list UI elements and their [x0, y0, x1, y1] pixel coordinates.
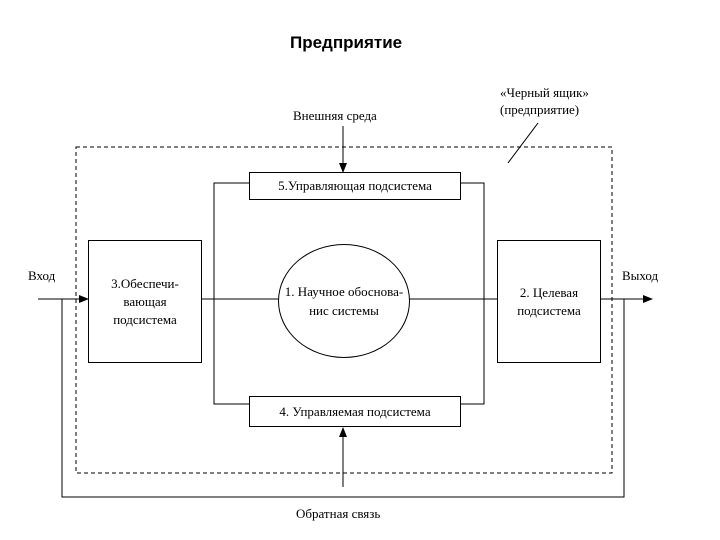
- black-box-label: «Черный ящик» (предприятие): [500, 84, 589, 118]
- target-subsystem-label: 2. Целевая: [519, 284, 579, 300]
- support-subsystem-label: 3.Обеспечи-: [111, 275, 179, 291]
- black-box-boundary: [75, 146, 613, 474]
- control-subsystem-label: 5.Управляющая подсистема: [278, 178, 432, 193]
- feedback-label: Обратная связь: [296, 506, 381, 521]
- controlled-subsystem-block: 4. Управляемая подсистема: [249, 396, 461, 427]
- controlled-subsystem-label: 4. Управляемая подсистема: [279, 403, 431, 419]
- target-subsystem-block: 2. Целевая подсистема: [497, 240, 601, 363]
- support-subsystem-block: 3.Обеспечи- вающая подсистема: [88, 240, 202, 363]
- feedback-line: [61, 299, 625, 498]
- support-subsystem-label: вающая: [123, 293, 167, 309]
- scientific-basis-label: системы: [332, 303, 379, 318]
- target-subsystem-label: подсистема: [517, 302, 581, 318]
- scientific-basis-label: 1. Научное: [284, 284, 345, 299]
- black-box-label-line: «Черный ящик»: [500, 85, 589, 100]
- scientific-basis-label: обоснова-: [347, 284, 404, 299]
- input-label: Вход: [28, 268, 56, 283]
- black-box-pointer: [507, 122, 539, 164]
- black-box-label-line: (предприятие): [500, 102, 580, 117]
- external-env-label: Внешняя среда: [293, 108, 377, 123]
- control-subsystem-block: 5.Управляющая подсистема: [249, 172, 461, 200]
- scientific-basis-label: нис: [309, 303, 329, 318]
- page-title: Предприятие: [290, 33, 403, 52]
- support-subsystem-label: подсистема: [113, 311, 177, 327]
- scientific-basis-circle: 1. Научное обоснова- нис системы: [278, 244, 410, 358]
- output-label: Выход: [622, 268, 659, 283]
